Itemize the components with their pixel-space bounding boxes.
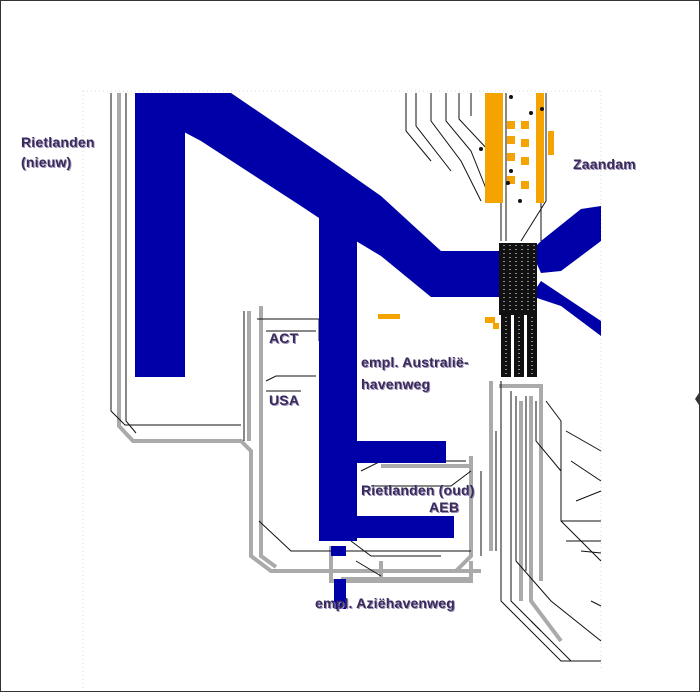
australiehavenweg-branch — [319, 196, 357, 541]
main-blue-tracks — [135, 93, 601, 609]
label-usa: USA — [269, 392, 300, 408]
freight-tracks — [378, 93, 554, 329]
label-rietlanden-nieuw-1: Rietlanden — [21, 134, 95, 150]
diagonal-main-line — [135, 93, 501, 297]
label-rietlanden-oud: Rietlanden (oud) — [361, 482, 475, 498]
map-tile-boundary — [82, 90, 602, 691]
rietlanden-nieuw-yard — [135, 93, 185, 377]
label-rietlanden-nieuw-2: (nieuw) — [21, 154, 72, 170]
label-empl-australie-1: empl. Australië- — [361, 354, 469, 370]
junction-station-block — [479, 95, 544, 377]
label-empl-azie: empl. Aziëhavenweg — [315, 595, 456, 611]
thin-tracks — [110, 93, 602, 662]
edge-arrow-icon — [695, 393, 699, 405]
label-act: ACT — [269, 330, 299, 346]
label-aeb: AEB — [429, 499, 460, 515]
label-empl-australie-2: havenweg — [361, 376, 431, 392]
label-zaandam: Zaandam — [573, 156, 636, 172]
grey-sidings — [117, 93, 563, 643]
